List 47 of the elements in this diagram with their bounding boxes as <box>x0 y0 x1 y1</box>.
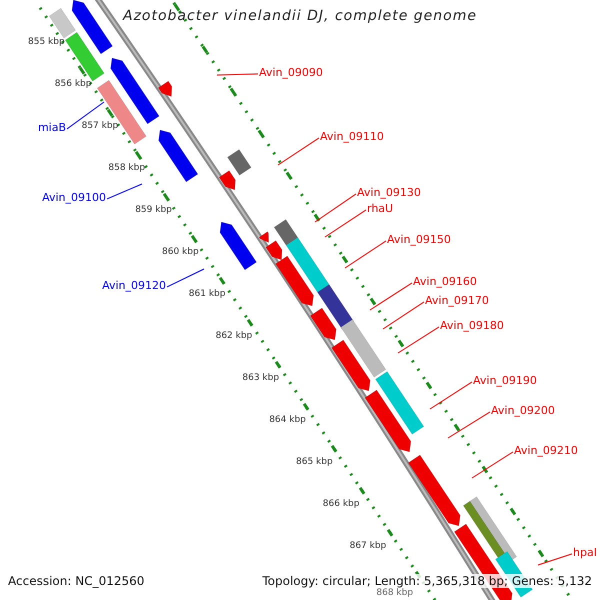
leader-line <box>66 102 104 130</box>
accession-text: Accession: NC_012560 <box>8 574 144 588</box>
scale-label: 864 kbp <box>269 415 306 426</box>
leader-line <box>430 381 472 410</box>
gene-label: Avin_09180 <box>440 319 504 332</box>
leader-line <box>398 326 440 354</box>
gene-label: Avin_09150 <box>387 233 451 246</box>
leader-line <box>324 209 366 238</box>
gene-label: miaB <box>38 121 66 134</box>
scale-label: 865 kbp <box>296 457 333 468</box>
scale-label: 855 kbp <box>28 37 65 48</box>
gene-label: Avin_09190 <box>473 374 537 388</box>
gene-label: Avin_09100 <box>42 191 106 204</box>
scale-label: 861 kbp <box>188 289 226 300</box>
scale-label: 857 kbp <box>82 121 118 132</box>
leader-line <box>216 73 258 76</box>
scale-label: 863 kbp <box>242 373 280 384</box>
leader-line <box>314 193 356 222</box>
scale-label: 867 kbp <box>350 541 386 552</box>
gene-label: Avin_09110 <box>320 130 384 144</box>
leader-line <box>382 301 424 330</box>
leader-line <box>472 451 514 478</box>
gene-label: hpaI <box>573 546 597 560</box>
leader-line <box>344 240 386 268</box>
scale-label: 860 kbp <box>162 247 199 258</box>
gene-label: rhaU <box>367 202 394 216</box>
scale-label: 859 kbp <box>135 205 172 216</box>
leader-line <box>448 411 490 438</box>
leader-line <box>166 268 204 288</box>
scale-label: 856 kbp <box>54 79 92 90</box>
gene-label: Avin_09120 <box>102 279 166 292</box>
title: Azotobacter vinelandii DJ, complete genome <box>121 8 478 25</box>
leader-line <box>370 282 412 310</box>
scale-label: 862 kbp <box>216 331 252 342</box>
gene-label: Avin_09210 <box>514 444 578 458</box>
scale-label: 868 kbp <box>376 588 414 599</box>
genome-summary-text: Topology: circular; Length: 5,365,318 bp; Genes: 5,132 <box>262 574 592 588</box>
leader-line <box>278 137 320 166</box>
scale-label: 866 kbp <box>322 499 360 510</box>
leader-line <box>538 553 572 566</box>
gene-label: Avin_09160 <box>413 275 477 288</box>
leader-line <box>106 184 142 200</box>
gene-label: Avin_09130 <box>357 186 421 200</box>
gene-label: Avin_09090 <box>259 66 323 80</box>
scale-label: 858 kbp <box>108 163 146 174</box>
gene-label: Avin_09170 <box>425 294 489 308</box>
gene-label: Avin_09200 <box>491 404 555 418</box>
